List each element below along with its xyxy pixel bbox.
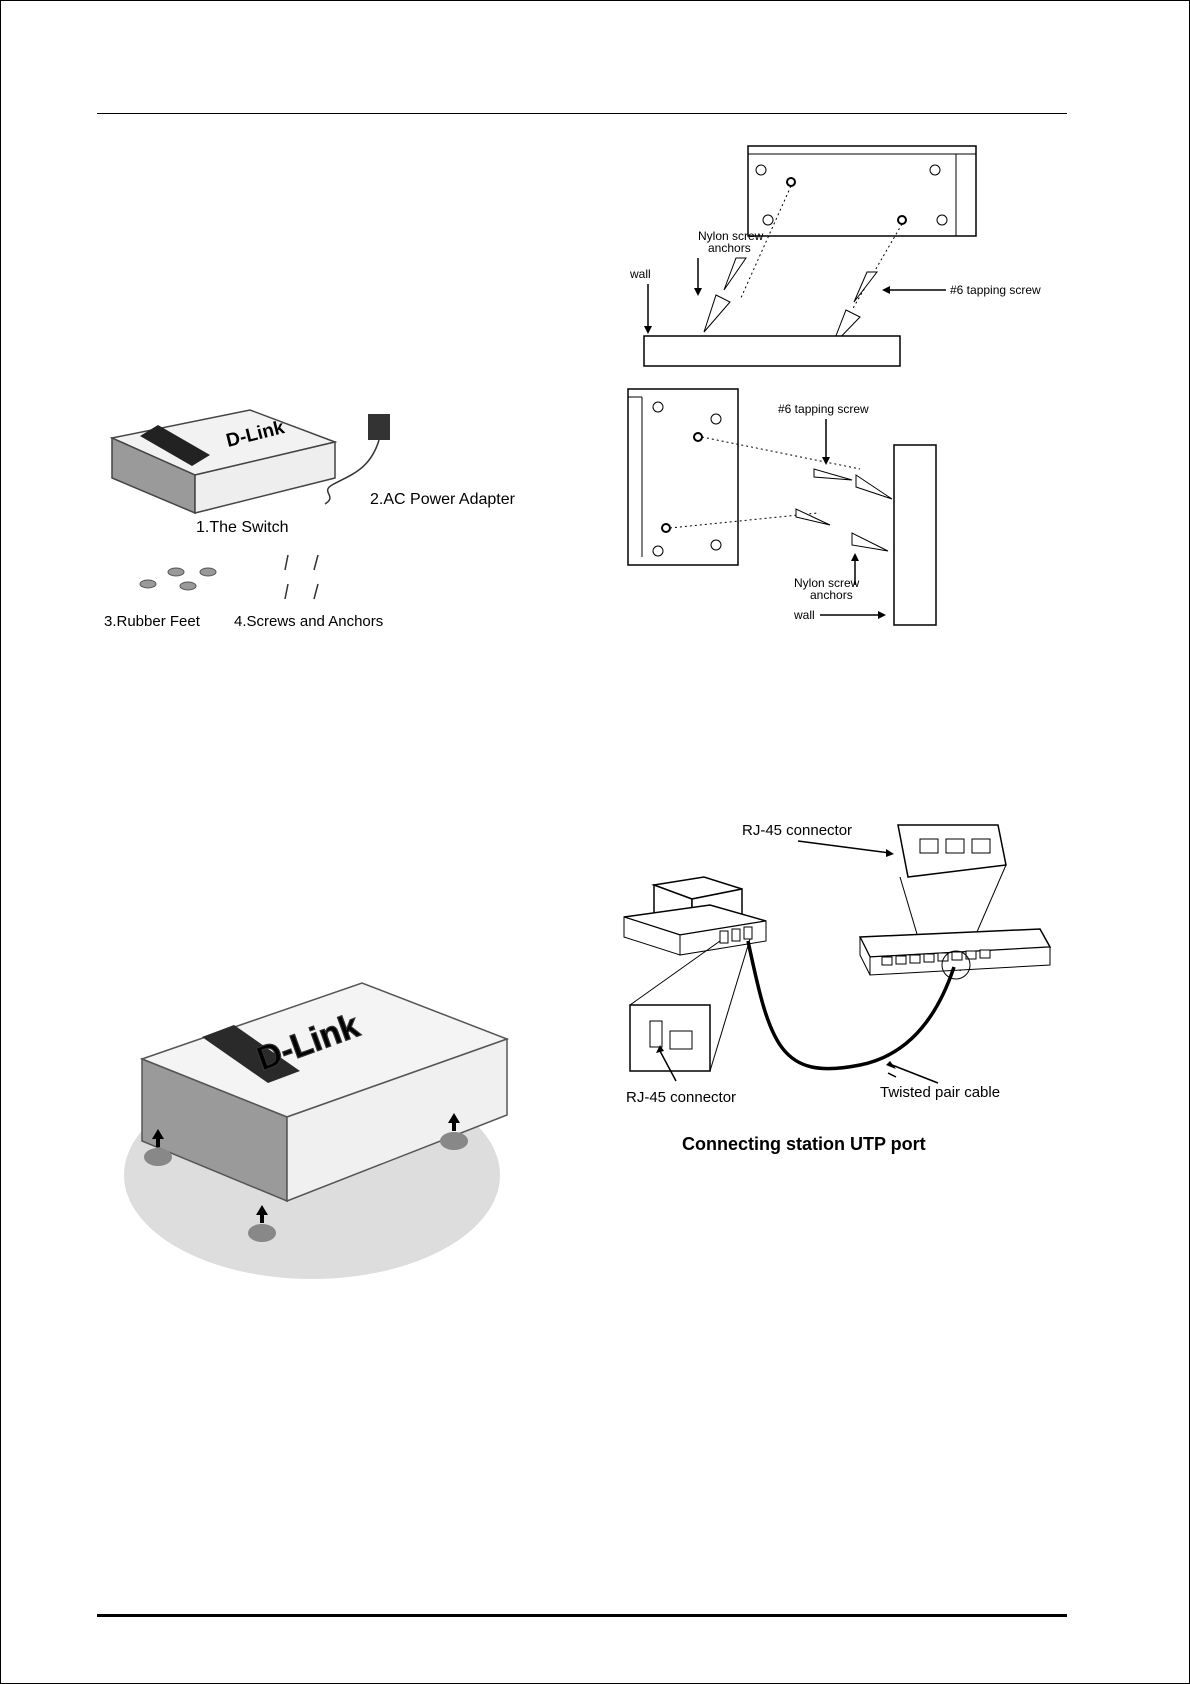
screws-anchors-label: 4.Screws and Anchors xyxy=(234,613,383,630)
utp-connection-figure: RJ-45 connector RJ-45 connector xyxy=(620,815,1070,1160)
rubber-feet-figure: D-Link xyxy=(122,975,522,1285)
rj45-connector-top-label: RJ-45 connector xyxy=(742,822,852,839)
twisted-pair-cable-label: Twisted pair cable xyxy=(880,1084,1000,1101)
wall-mount-side-figure: #6 tapping screw Nylon screw anchors wal… xyxy=(620,385,1070,630)
rubber-feet-label: 3.Rubber Feet xyxy=(104,613,201,630)
tapping-screw-label: #6 tapping screw xyxy=(950,283,1041,297)
adapter-label: 2.AC Power Adapter xyxy=(370,491,516,508)
switch-label: 1.The Switch xyxy=(196,519,288,536)
wall-mount-top-figure: Nylon screw anchors wall #6 tapping scre… xyxy=(620,140,1070,370)
screws-anchors-illustration xyxy=(285,555,318,599)
header-rule xyxy=(97,113,1067,114)
side-anchors-label-line2: anchors xyxy=(810,588,853,602)
footer-rule xyxy=(97,1614,1067,1617)
utp-figure-caption: Connecting station UTP port xyxy=(682,1134,926,1154)
switch-illustration: D-Link xyxy=(112,410,335,513)
anchors-label-line2: anchors xyxy=(708,241,751,255)
workstation-illustration xyxy=(624,877,766,955)
rubber-feet-illustration xyxy=(140,568,216,590)
side-wall-label: wall xyxy=(793,608,815,622)
package-contents-figure: D-Link 1.The Switch 2.AC Power Adapter 3… xyxy=(100,400,540,640)
rj45-connector-bottom-label: RJ-45 connector xyxy=(626,1089,736,1106)
wall-label: wall xyxy=(629,267,651,281)
side-tapping-screw-label: #6 tapping screw xyxy=(778,402,869,416)
